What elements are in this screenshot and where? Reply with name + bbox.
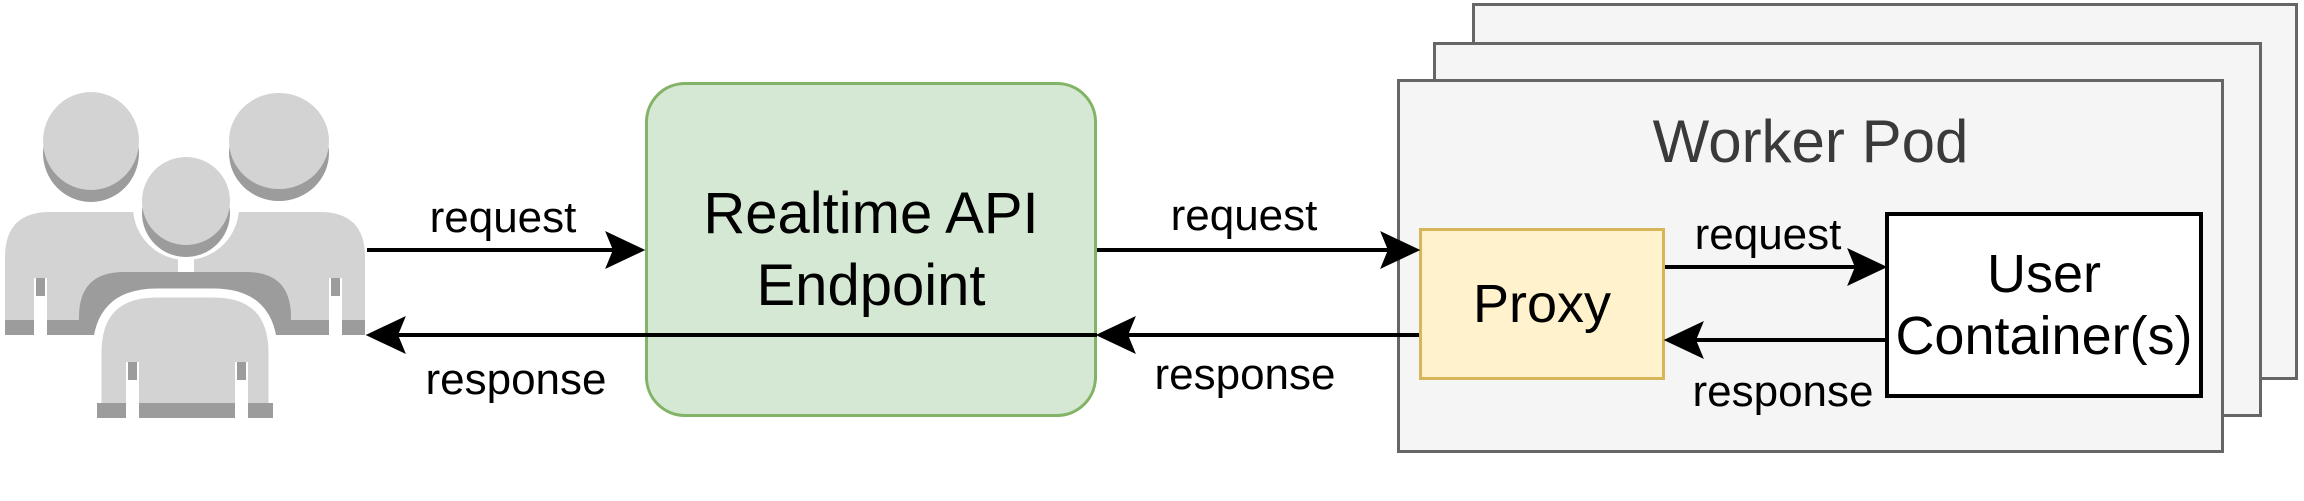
front-user-torso (92, 288, 278, 423)
proxy-box: Proxy (1419, 228, 1665, 380)
endpoint-label-line2: Endpoint (756, 252, 986, 318)
back-right-user-head (220, 90, 338, 204)
label-response-proxy-endpoint: response (1154, 350, 1336, 399)
worker-pod-title: Worker Pod (1652, 108, 1969, 175)
proxy-label: Proxy (1472, 274, 1612, 334)
label-request-endpoint-proxy: request (1170, 191, 1318, 240)
arrow-proxy-to-endpoint (1095, 315, 1419, 355)
realtime-api-endpoint-box: Realtime API Endpoint (645, 82, 1097, 417)
user-container-label-line1: User (1986, 244, 2101, 304)
back-left-user-head (34, 89, 148, 205)
label-response-container-proxy: response (1692, 367, 1874, 416)
user-container-label-line2: Container(s) (1895, 306, 2193, 366)
endpoint-label-line1: Realtime API (703, 180, 1039, 246)
front-user-head (133, 154, 239, 260)
user-container-box: User Container(s) (1885, 212, 2203, 398)
label-response-endpoint-users: response (425, 355, 607, 404)
label-request-users-endpoint: request (429, 193, 577, 242)
label-request-proxy-container: request (1694, 210, 1842, 259)
users-group-icon (5, 89, 365, 423)
